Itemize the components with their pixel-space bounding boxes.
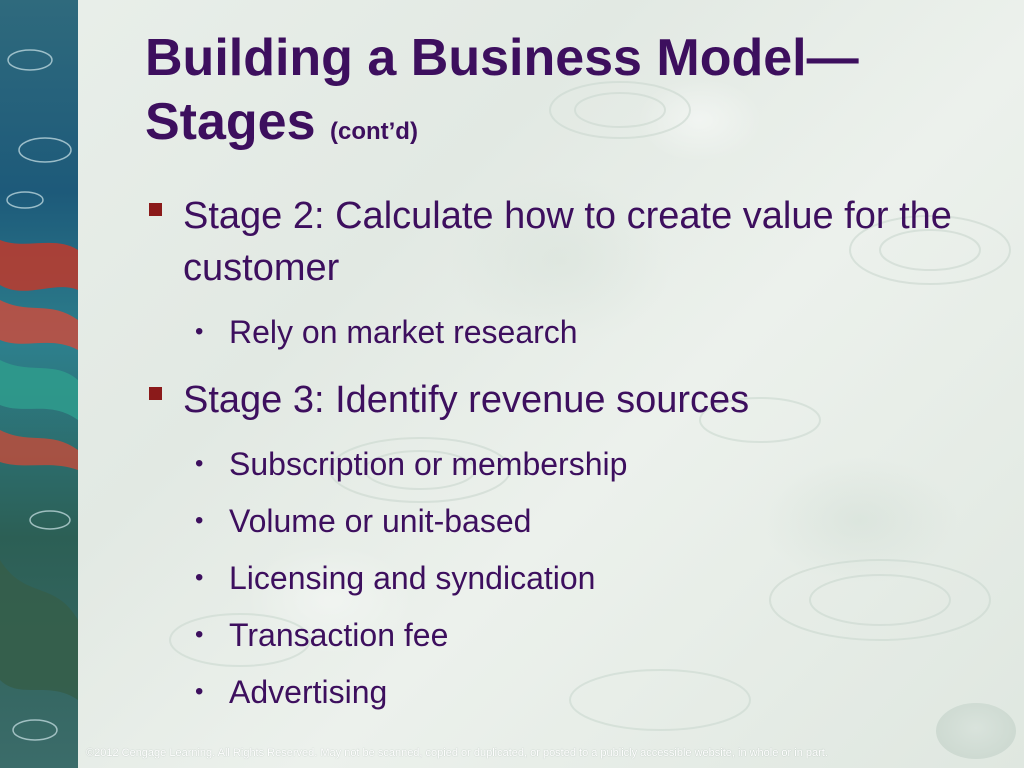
sub-bullet-point: • Licensing and syndication <box>145 558 975 598</box>
sub-bullet-text: Rely on market research <box>229 314 578 350</box>
sub-bullet-text: Subscription or membership <box>229 446 628 482</box>
round-bullet-icon: • <box>195 507 204 534</box>
copyright-footer: ©2012 Cengage Learning. All Rights Reser… <box>86 747 828 759</box>
bullet-list: Stage 2: Calculate how to create value f… <box>145 190 975 712</box>
decorative-oval <box>936 703 1016 759</box>
sub-bullet-text: Transaction fee <box>229 617 449 653</box>
water-strip-image <box>0 0 78 768</box>
square-bullet-icon <box>149 387 162 400</box>
sub-bullet-point: • Rely on market research <box>145 312 975 352</box>
sub-bullet-point: • Transaction fee <box>145 615 975 655</box>
sub-bullet-text: Volume or unit-based <box>229 503 532 539</box>
slide-title: Building a Business Model— Stages (cont’… <box>145 26 965 164</box>
title-line-1: Building a Business Model— <box>145 29 859 87</box>
round-bullet-icon: • <box>195 678 204 705</box>
sub-bullet-text: Licensing and syndication <box>229 560 596 596</box>
bullet-point-stage-2: Stage 2: Calculate how to create value f… <box>145 190 975 294</box>
square-bullet-icon <box>149 203 162 216</box>
sub-bullet-point: • Advertising <box>145 672 975 712</box>
sub-bullet-text: Advertising <box>229 674 388 710</box>
sub-bullet-point: • Volume or unit-based <box>145 501 975 541</box>
round-bullet-icon: • <box>195 318 204 345</box>
sub-bullet-point: • Subscription or membership <box>145 444 975 484</box>
round-bullet-icon: • <box>195 564 204 591</box>
decorative-side-strip <box>0 0 78 768</box>
round-bullet-icon: • <box>195 450 204 477</box>
bullet-text: Stage 2: Calculate how to create value f… <box>183 195 952 289</box>
title-subtitle: (cont’d) <box>329 118 418 145</box>
bullet-text: Stage 3: Identify revenue sources <box>183 379 750 421</box>
title-line-2: Stages <box>145 93 316 151</box>
round-bullet-icon: • <box>195 621 204 648</box>
bullet-point-stage-3: Stage 3: Identify revenue sources <box>145 374 975 426</box>
